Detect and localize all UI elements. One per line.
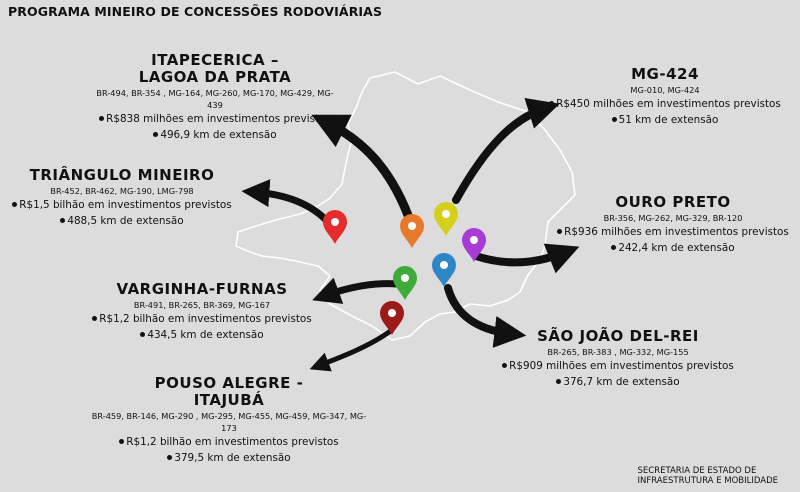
region-investment: R$1,2 bilhão em investimentos previstos xyxy=(84,311,320,327)
bullet-icon xyxy=(60,217,66,223)
region-name-line2: LAGOA DA PRATA xyxy=(138,68,292,86)
state-map-outline xyxy=(235,71,576,341)
region-roads: BR-459, BR-146, MG-290 , MG-295, MG-455,… xyxy=(91,411,367,433)
pin-varginha[interactable] xyxy=(393,266,417,300)
region-roads: BR-494, BR-354 , MG-164, MG-260, MG-170,… xyxy=(96,88,334,110)
region-ouro-preto: OURO PRETO BR-356, MG-262, MG-329, BR-12… xyxy=(548,194,798,256)
region-name: MG-424 xyxy=(631,65,699,83)
arrow-triangulo xyxy=(241,179,330,224)
region-triangulo: TRIÂNGULO MINEIRO BR-452, BR-462, MG-190… xyxy=(2,167,242,229)
region-investment: R$450 milhões em investimentos previstos xyxy=(540,96,790,112)
region-name: TRIÂNGULO MINEIRO xyxy=(29,166,215,184)
region-roads: MG-010, MG-424 xyxy=(630,85,700,95)
region-roads: BR-265, BR-383 , MG-332, MG-155 xyxy=(547,347,689,357)
region-extension: 379,5 km de extensão xyxy=(84,450,374,466)
footer-credit: SECRETARIA DE ESTADO DE INFRAESTRUTURA E… xyxy=(637,466,778,486)
bullet-icon xyxy=(140,331,146,337)
region-extension: 51 km de extensão xyxy=(540,112,790,128)
region-name: ITAPECERICA – xyxy=(151,51,279,69)
arrow-mg424 xyxy=(452,97,560,204)
region-sao-joao: SÃO JOÃO DEL-REI BR-265, BR-383 , MG-332… xyxy=(490,328,746,390)
region-roads: BR-452, BR-462, MG-190, LMG-798 xyxy=(50,186,194,196)
region-name: VARGINHA-FURNAS xyxy=(116,280,288,298)
bullet-icon xyxy=(611,116,617,122)
region-investment: R$1,5 bilhão em investimentos previstos xyxy=(2,197,242,213)
bullet-icon xyxy=(12,201,18,207)
region-name: SÃO JOÃO DEL-REI xyxy=(537,327,699,345)
bullet-icon xyxy=(153,131,159,137)
region-roads: BR-356, MG-262, MG-329, BR-120 xyxy=(603,213,743,223)
arrow-sao-joao xyxy=(444,284,527,348)
region-extension: 376,7 km de extensão xyxy=(490,374,746,390)
arrow-pouso-alegre xyxy=(309,327,395,372)
bullet-icon xyxy=(167,454,173,460)
pin-ouro-preto[interactable] xyxy=(462,228,486,262)
region-extension: 242,4 km de extensão xyxy=(548,240,798,256)
bullet-icon xyxy=(92,315,98,321)
pin-sao-joao[interactable] xyxy=(432,253,456,287)
arrow-itapecerica xyxy=(311,114,417,231)
pin-mg424[interactable] xyxy=(434,202,458,236)
region-extension: 488,5 km de extensão xyxy=(2,213,242,229)
bullet-icon xyxy=(549,100,555,106)
region-name: POUSO ALEGRE - xyxy=(154,374,304,392)
pin-itapecerica[interactable] xyxy=(400,214,424,248)
pin-triangulo[interactable] xyxy=(323,210,347,244)
region-name-line2: ITAJUBÁ xyxy=(193,391,265,409)
region-itapecerica: ITAPECERICA – LAGOA DA PRATA BR-494, BR-… xyxy=(90,52,340,143)
region-extension: 434,5 km de extensão xyxy=(84,327,320,343)
region-investment: R$1,2 bilhão em investimentos previstos xyxy=(84,434,374,450)
footer-line2: INFRAESTRUTURA E MOBILIDADE xyxy=(637,476,778,486)
region-investment: R$838 milhões em investimentos previstos xyxy=(90,111,340,127)
arrow-varginha xyxy=(312,277,402,304)
region-extension: 496,9 km de extensão xyxy=(90,127,340,143)
footer-line1: SECRETARIA DE ESTADO DE xyxy=(637,466,757,476)
page-title: PROGRAMA MINEIRO DE CONCESSÕES RODOVIÁRI… xyxy=(8,4,383,19)
region-varginha: VARGINHA-FURNAS BR-491, BR-265, BR-369, … xyxy=(84,281,320,343)
pin-pouso-alegre[interactable] xyxy=(380,301,404,335)
region-investment: R$909 milhões em investimentos previstos xyxy=(490,358,746,374)
bullet-icon xyxy=(611,244,617,250)
region-pouso-alegre: POUSO ALEGRE - ITAJUBÁ BR-459, BR-146, M… xyxy=(84,375,374,466)
bullet-icon xyxy=(119,438,125,444)
region-name: OURO PRETO xyxy=(615,193,731,211)
region-mg424: MG-424 MG-010, MG-424 R$450 milhões em i… xyxy=(540,66,790,128)
bullet-icon xyxy=(99,115,105,121)
region-investment: R$936 milhões em investimentos previstos xyxy=(548,224,798,240)
arrow-ouro-preto xyxy=(472,243,580,274)
bullet-icon xyxy=(557,228,563,234)
bullet-icon xyxy=(502,362,508,368)
region-roads: BR-491, BR-265, BR-369, MG-167 xyxy=(133,300,271,310)
bullet-icon xyxy=(556,378,562,384)
